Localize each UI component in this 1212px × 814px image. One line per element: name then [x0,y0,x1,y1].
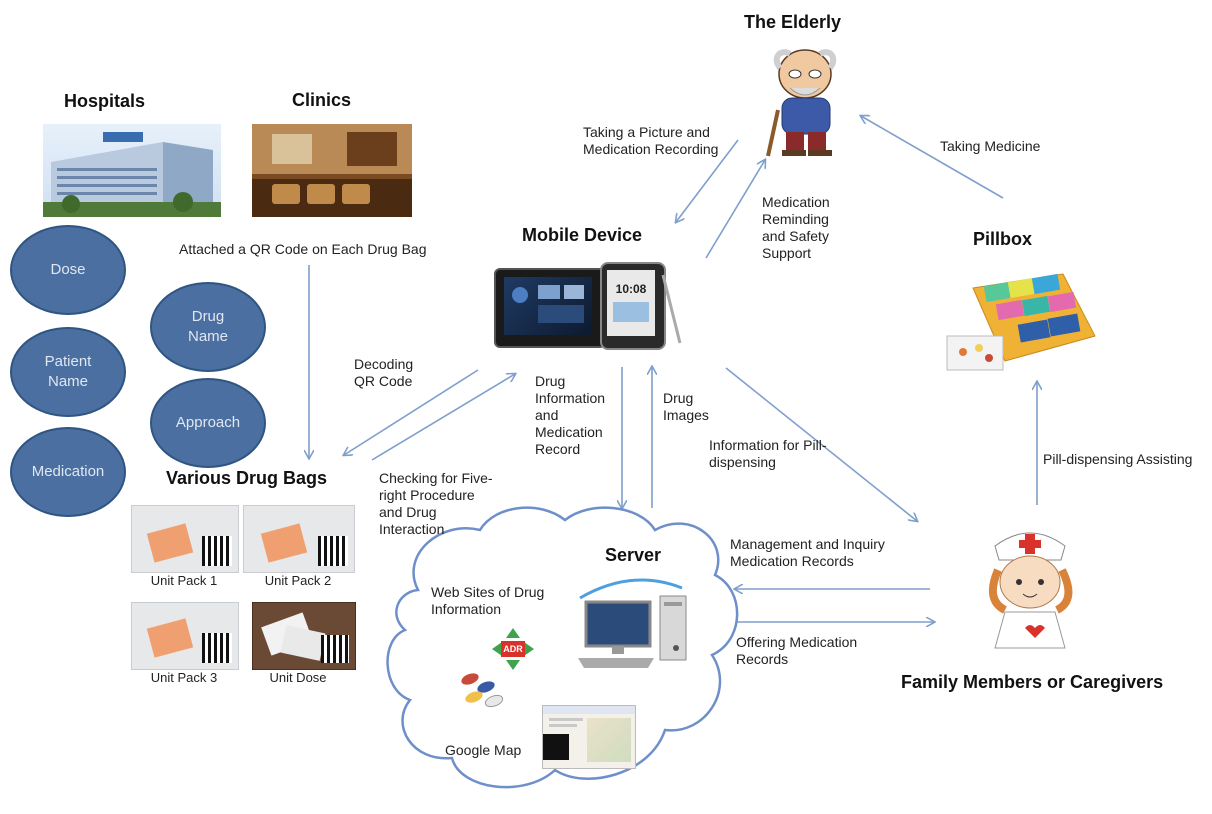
mobile-device-title: Mobile Device [522,225,643,245]
phone-device: 10:08 [600,262,666,350]
elderly-title: The Elderly [744,12,842,32]
unit-pack-2-image [243,505,355,573]
oval-approach: Approach [150,378,266,468]
family-title: Family Members or Caregivers [901,672,1164,692]
server-title: Server [605,545,662,565]
label-pill-assist: Pill-dispensing Assisting [1043,451,1193,467]
hospital-image [43,124,221,217]
unit-pack-1-caption: Unit Pack 1 [150,573,218,588]
oval-patient-name: Patient Name [10,327,126,417]
unit-pack-2-caption: Unit Pack 2 [264,573,332,588]
unit-dose-caption: Unit Dose [269,670,327,685]
label-taking-picture: Taking a Picture and Medication Recordin… [583,124,719,157]
label-qr-attach: Attached a QR Code on Each Drug Bag [179,241,427,257]
adr-logo-text: ADR [503,644,523,654]
arrow-pillbox-to-elderly [861,116,1004,199]
clinics-title: Clinics [292,90,352,110]
google-map-screenshot [542,705,636,769]
label-reminding: Medication Reminding and Safety Support [762,194,830,261]
label-decoding: Decoding QR Code [354,356,414,389]
desktop-computer [572,578,697,670]
adr-logo: ADR [490,626,536,672]
oval-drug-name-label: Drug Name [187,308,228,345]
pills-illustration [456,665,508,713]
label-websites: Web Sites of Drug Information [431,584,545,617]
label-checking: Checking for Five-right Procedure and Dr… [379,470,493,537]
label-taking-medicine: Taking Medicine [940,138,1041,154]
arrow-mobile-to-family [725,367,917,521]
arrow-mobile-to-elderly [705,160,765,259]
hospitals-title: Hospitals [64,91,146,111]
unit-dose-image [252,602,356,670]
elderly-figure [750,40,860,160]
oval-medication: Medication [10,427,126,517]
oval-patient-name-label: Patient Name [44,353,92,390]
label-drug-images: Drug Images [663,390,709,423]
arrow-bags-to-mobile [371,374,515,461]
caregiver-figure [965,520,1095,650]
tablet-screen [504,277,592,335]
label-google-map: Google Map [445,742,522,758]
label-pill-info: Information for Pill-dispensing [709,437,827,470]
label-management: Management and Inquiry Medication Record… [730,536,885,569]
label-offering: Offering Medication Records [736,634,858,667]
unit-pack-1-image [131,505,239,573]
tablet-device [494,268,606,348]
label-drug-info: Drug Information and Medication Record [535,373,606,457]
pillbox-title: Pillbox [973,229,1033,249]
oval-drug-name: Drug Name [150,282,266,372]
phone-clock: 10:08 [615,282,647,296]
oval-dose: Dose [10,225,126,315]
drug-bags-title: Various Drug Bags [166,468,328,488]
arrow-mobile-to-bags [344,369,479,455]
clinic-image [252,124,412,217]
unit-pack-3-image [131,602,239,670]
unit-pack-3-caption: Unit Pack 3 [150,670,218,685]
server-cloud [386,506,739,789]
arrow-elderly-to-mobile [676,139,739,222]
pillbox-image [945,266,1100,378]
